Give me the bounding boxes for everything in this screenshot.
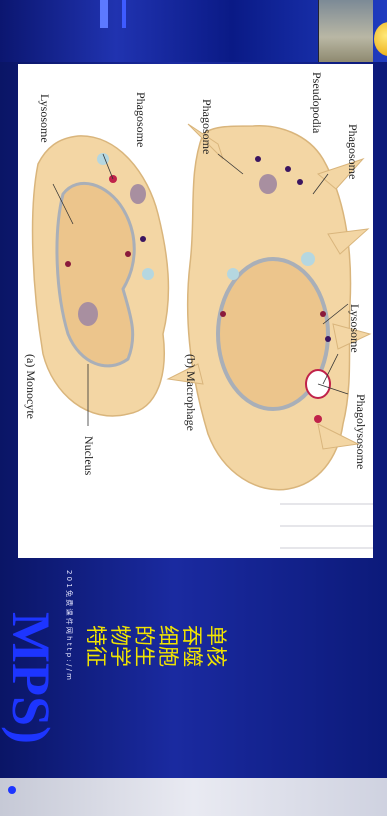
bullet-dot-icon — [8, 786, 16, 794]
panel-b-title: (b) Macrophage — [183, 354, 198, 431]
title-column: 吞噬 — [180, 625, 204, 667]
label-pseudopodia: Pseudopodia — [309, 72, 324, 133]
corner-photo — [318, 0, 373, 62]
label-phagosome-b2: Phagosome — [345, 124, 360, 179]
label-phagosome-b: Phagosome — [199, 99, 214, 154]
credit-text: 2 0 1 免 费 课 件 网 h t t p : / / m — [64, 570, 74, 680]
top-stripe — [100, 0, 108, 28]
title-column: 细胞 — [156, 625, 180, 667]
title-column: 物学 — [108, 625, 132, 667]
bottom-banner — [0, 778, 387, 816]
title-column: 单核 — [204, 625, 228, 667]
label-lysosome-b: Lysosome — [347, 304, 362, 353]
title-column: 特征 — [84, 625, 108, 667]
top-stripe — [122, 0, 126, 28]
label-nucleus: Nucleus — [81, 436, 96, 475]
label-phagolysosome: Phagolysosome — [353, 394, 368, 469]
cell-diagram — [18, 64, 373, 558]
grid-lines — [280, 504, 373, 548]
macrophage-cell — [168, 124, 370, 490]
label-phagosome-a: Phagosome — [133, 92, 148, 147]
mps-brand: MPS) — [0, 612, 62, 744]
title-column: 的生 — [132, 625, 156, 667]
monocyte-cell — [33, 136, 169, 416]
panel-a-title: (a) Monocyte — [23, 354, 38, 419]
label-lysosome-a: Lysosome — [37, 94, 52, 143]
cell-figure: Lysosome Phagosome (a) Monocyte Nucleus … — [18, 64, 373, 558]
